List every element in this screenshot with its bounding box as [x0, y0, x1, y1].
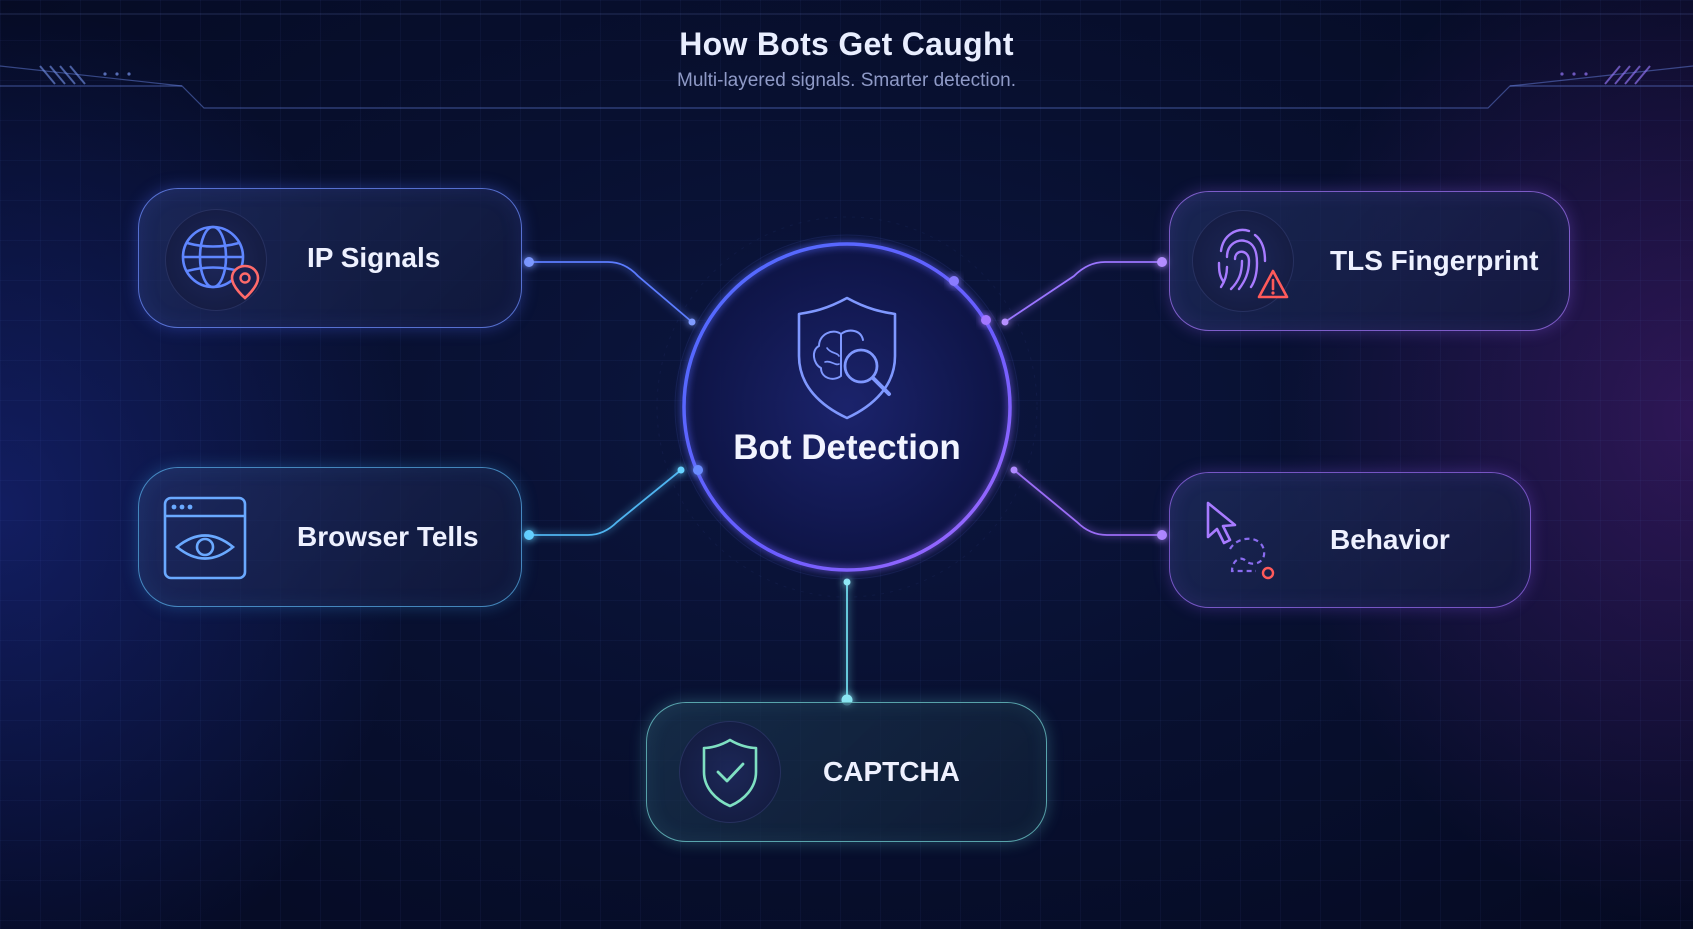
node-behavior-hub: [1010, 466, 1018, 474]
shield-brain-magnifier-icon: [797, 296, 897, 420]
cursor-path-icon: [1186, 491, 1286, 591]
globe-location-pin-icon: [165, 209, 267, 311]
hub-label: Bot Detection: [733, 428, 961, 467]
browser-eye-icon: [155, 488, 255, 588]
page-title: How Bots Get Caught: [679, 26, 1014, 62]
card-captcha-label: CAPTCHA: [823, 756, 960, 787]
connector-browser: [529, 469, 682, 536]
node-ip: [524, 257, 534, 267]
shield-check-icon: [679, 721, 781, 823]
right-glow: [1273, 0, 1693, 929]
card-behavior-label: Behavior: [1330, 524, 1450, 555]
node-captcha-hub: [843, 578, 851, 586]
card-ip-label: IP Signals: [307, 242, 441, 273]
card-tls-fingerprint: TLS Fingerprint: [1169, 191, 1570, 331]
connector-behavior: [1013, 469, 1162, 536]
card-tls-label: TLS Fingerprint: [1330, 245, 1539, 276]
node-browser: [524, 530, 534, 540]
card-browser-label: Browser Tells: [297, 521, 479, 552]
node-tls-hub: [1001, 318, 1009, 326]
card-ip-signals: IP Signals: [138, 188, 522, 328]
card-behavior: Behavior: [1169, 472, 1531, 608]
left-glow: [0, 0, 420, 929]
card-captcha: CAPTCHA: [646, 702, 1047, 842]
node-behavior: [1157, 530, 1167, 540]
connector-tls: [1004, 261, 1162, 323]
card-browser-tells: Browser Tells: [138, 467, 522, 607]
header-frame: [0, 13, 1693, 109]
node-tls: [1157, 257, 1167, 267]
page-subtitle: Multi-layered signals. Smarter detection…: [677, 70, 1016, 91]
fingerprint-warning-icon: [1192, 210, 1294, 312]
node-ip-hub: [688, 318, 696, 326]
node-browser-hub: [677, 466, 685, 474]
connector-ip: [529, 261, 693, 323]
